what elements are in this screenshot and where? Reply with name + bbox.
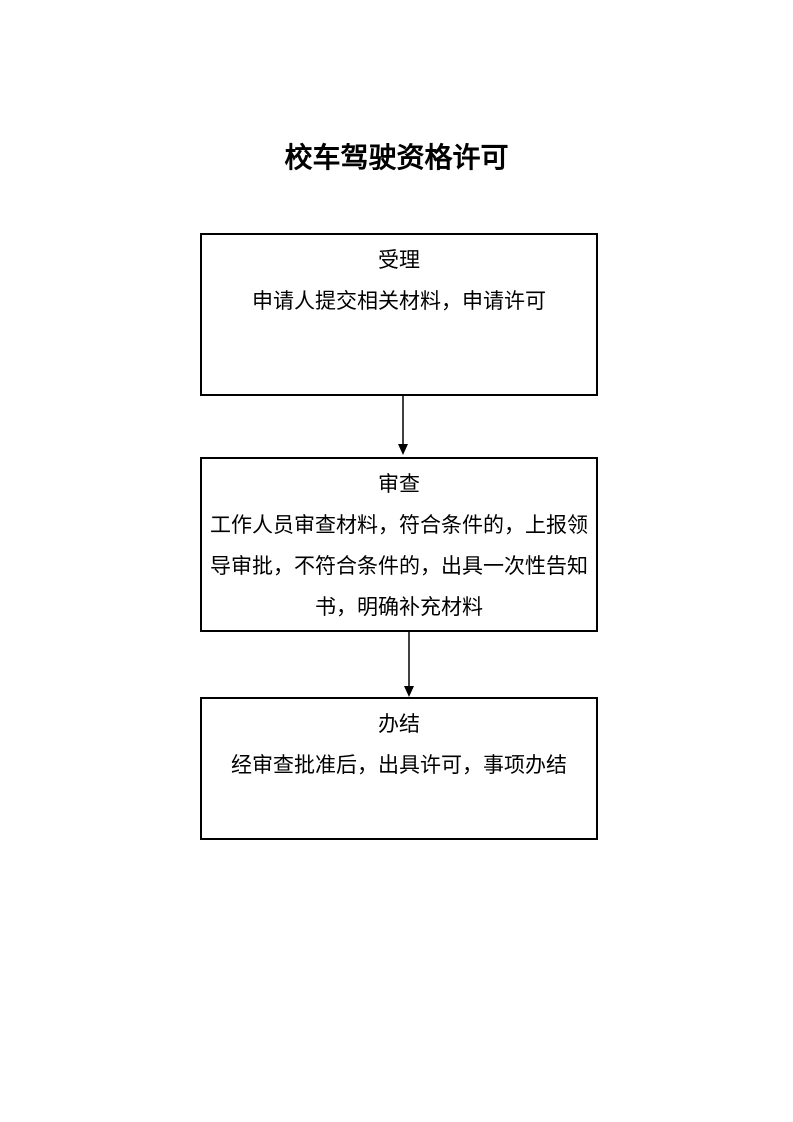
- page-title: 校车驾驶资格许可: [284, 142, 509, 173]
- step-body-line: 导审批，不符合条件的，出具一次性告知: [210, 554, 588, 578]
- step-heading: 办结: [378, 712, 420, 736]
- step-heading: 受理: [378, 248, 420, 272]
- arrow-down-icon: [404, 632, 414, 697]
- flow-step-review: 审查 工作人员审查材料，符合条件的，上报领 导审批，不符合条件的，出具一次性告知…: [200, 457, 598, 632]
- step-heading: 审查: [378, 472, 420, 496]
- step-body-line: 书，明确补充材料: [315, 595, 483, 619]
- flow-step-completion: 办结 经审查批准后，出具许可，事项办结: [200, 697, 598, 840]
- arrow-down-icon: [398, 396, 408, 455]
- step-body-line: 申请人提交相关材料，申请许可: [252, 289, 546, 313]
- step-body-line: 工作人员审查材料，符合条件的，上报领: [210, 513, 588, 537]
- flow-step-acceptance: 受理 申请人提交相关材料，申请许可: [200, 233, 598, 396]
- step-body-line: 经审查批准后，出具许可，事项办结: [231, 753, 567, 777]
